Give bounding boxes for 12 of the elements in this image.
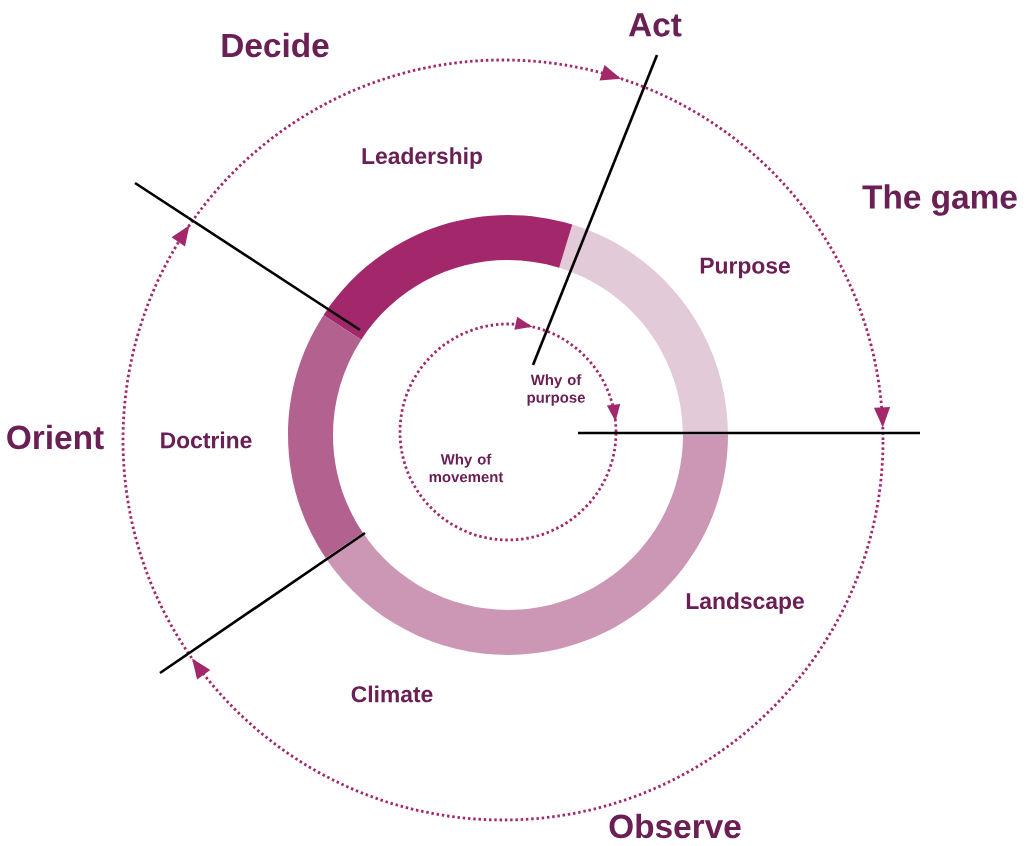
segment-label: Landscape [686, 592, 804, 614]
segment-label: Doctrine [161, 431, 252, 449]
phase-label: Observe [605, 811, 745, 841]
inner-label: Why of movement [429, 453, 504, 483]
phase-label: Decide [222, 32, 329, 58]
inner-label: Why of purpose [527, 374, 585, 406]
segment-label: Climate [351, 685, 433, 703]
phase-label: Act [628, 13, 682, 37]
diagram-label: The game [862, 184, 1017, 216]
phase-label: Orient [7, 424, 104, 450]
segment-label: Leadership [362, 147, 482, 169]
segment-label: Purpose [700, 257, 790, 279]
